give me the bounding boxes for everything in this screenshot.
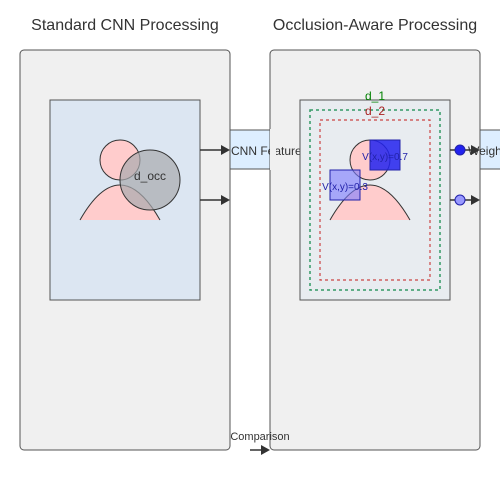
- cnn-features-label: CNN Features: [231, 144, 308, 158]
- right-arrow-bottom-head: [471, 195, 480, 205]
- weights-box: [479, 129, 500, 170]
- left-occluder: [119, 149, 181, 211]
- d1-boundary: [309, 109, 441, 291]
- visibility-high-label: V(x,y)=0.7: [362, 152, 408, 163]
- right-arrow-top-head: [471, 145, 480, 155]
- visibility-low-region: [329, 169, 361, 201]
- left-title: Standard CNN Processing: [31, 17, 219, 34]
- weight-node-strong: [454, 144, 466, 156]
- weight-node-weak: [454, 194, 466, 206]
- left-arrow-bottom-head: [221, 195, 230, 205]
- comparison-arrow-head: [261, 445, 270, 455]
- cnn-features-box: [229, 129, 271, 170]
- right-title: Occlusion-Aware Processing: [273, 17, 477, 34]
- visibility-high-region: [369, 139, 401, 171]
- d1-label: d_1: [365, 89, 385, 103]
- d2-label: d_2: [365, 104, 385, 118]
- cnn-features-mask: [270, 129, 276, 170]
- comparison-label: Comparison: [230, 431, 289, 443]
- left-arrow-top-head: [221, 145, 230, 155]
- d2-boundary: [319, 119, 431, 281]
- d-occ-label: d_occ: [134, 169, 166, 183]
- visibility-low-label: V(x,y)=0.3: [322, 182, 368, 193]
- weights-label: Weights: [468, 144, 500, 158]
